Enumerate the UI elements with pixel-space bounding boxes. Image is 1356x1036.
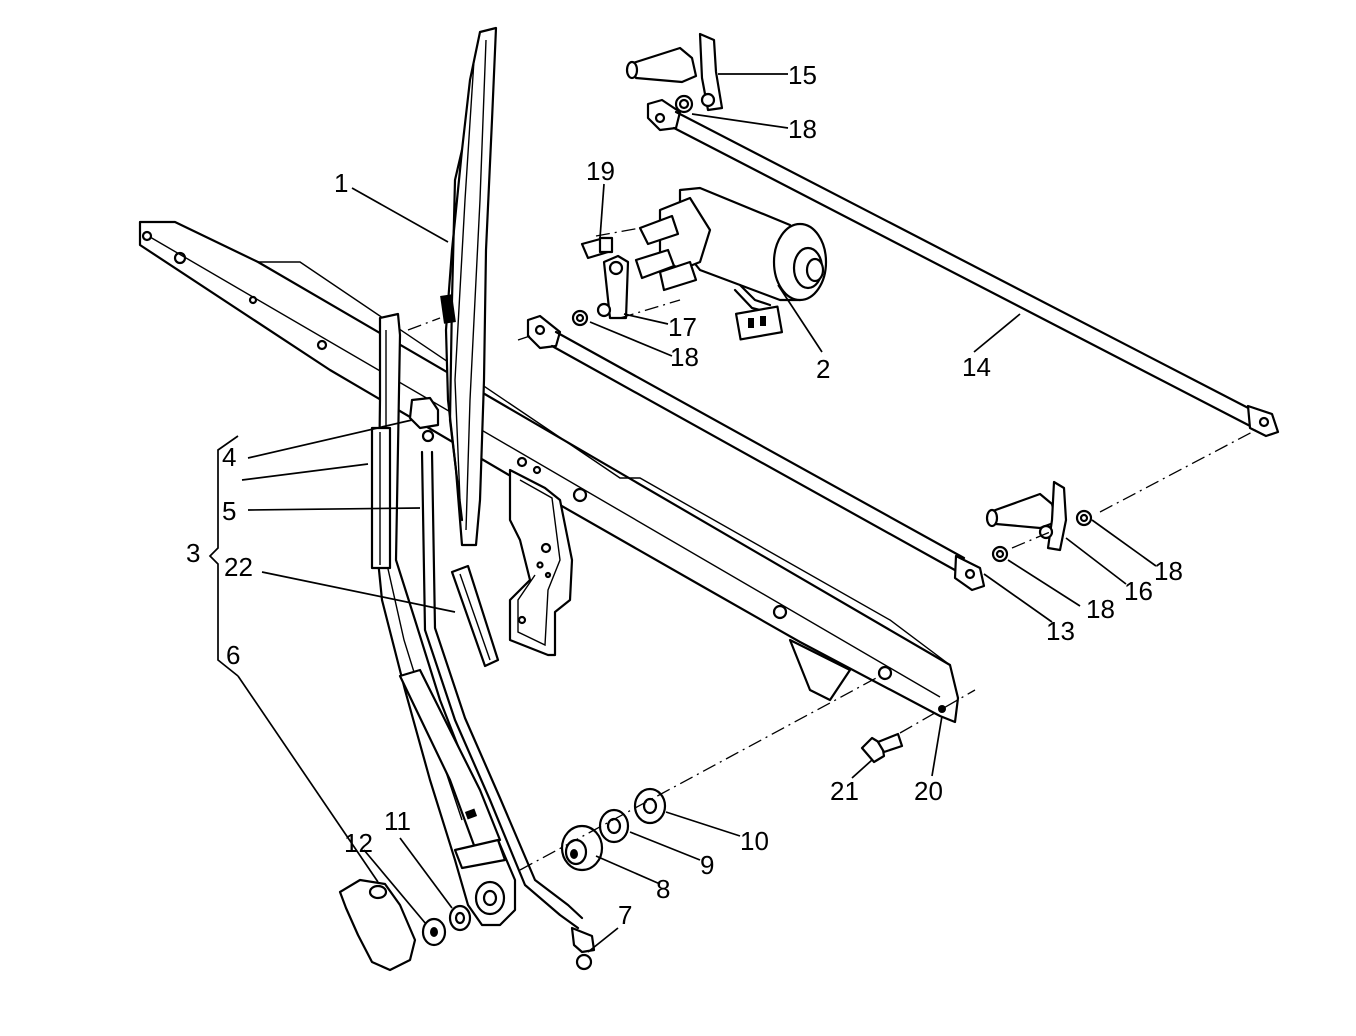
- crank-link: [596, 254, 630, 320]
- leader-lines: [208, 73, 1157, 953]
- label-8: 8: [656, 874, 670, 904]
- label-18-mid: 18: [670, 342, 699, 372]
- label-2: 2: [816, 354, 830, 384]
- part-labels: 1 2 3 4 5 6 7 8 9 10 11 12 13 14 15 16 1…: [186, 60, 1183, 930]
- label-13: 13: [1046, 616, 1075, 646]
- label-5: 5: [222, 496, 236, 526]
- label-3: 3: [186, 538, 200, 568]
- connecting-rod-14: [646, 98, 1280, 438]
- label-11: 11: [384, 806, 411, 836]
- arm-nut: [421, 917, 447, 947]
- wiper-arm: [370, 312, 517, 927]
- label-21: 21: [830, 776, 859, 806]
- label-7: 7: [618, 900, 632, 930]
- carrier-bar: [138, 220, 960, 724]
- label-22: 22: [224, 552, 253, 582]
- label-18-right: 18: [1154, 556, 1183, 586]
- label-14: 14: [962, 352, 991, 382]
- flat-washer: [633, 787, 667, 825]
- spindle-nut: [560, 824, 604, 872]
- spring-part: [450, 564, 500, 668]
- arm-washer: [448, 904, 472, 932]
- spindle-15: [625, 32, 724, 114]
- label-19: 19: [586, 156, 615, 186]
- label-6: 6: [226, 640, 240, 670]
- label-10: 10: [740, 826, 769, 856]
- wiper-motor: [634, 186, 828, 341]
- label-16: 16: [1124, 576, 1153, 606]
- mount-bolt: [860, 732, 904, 764]
- wiper-blade: [440, 26, 498, 547]
- arm-cap: [338, 878, 417, 972]
- center-lines: [407, 227, 1257, 871]
- arm-rod: [408, 396, 596, 971]
- motor-bolt: [580, 236, 614, 260]
- label-18-lower: 18: [1086, 594, 1115, 624]
- label-9: 9: [700, 850, 714, 880]
- label-18-top: 18: [788, 114, 817, 144]
- spindle-16: [985, 480, 1093, 563]
- label-12: 12: [344, 828, 373, 858]
- label-1: 1: [334, 168, 348, 198]
- label-20: 20: [914, 776, 943, 806]
- washer-18-left: [571, 309, 589, 327]
- lock-washer: [598, 808, 630, 844]
- label-17: 17: [668, 312, 697, 342]
- label-15: 15: [788, 60, 817, 90]
- label-4: 4: [222, 442, 236, 472]
- connecting-rod-13: [526, 314, 986, 592]
